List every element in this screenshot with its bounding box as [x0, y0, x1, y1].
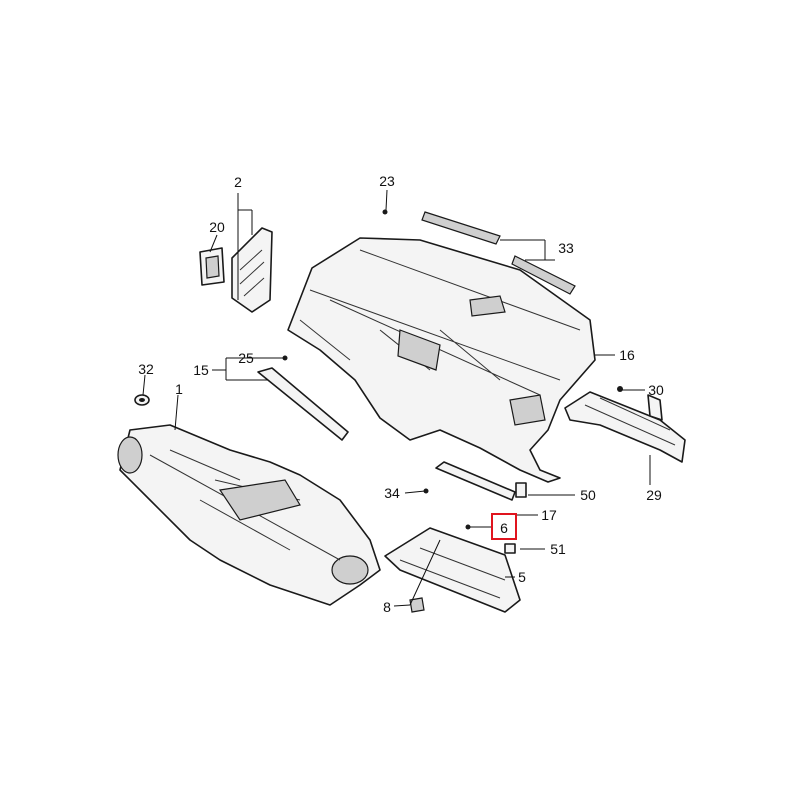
callout-30: 30: [648, 382, 664, 398]
callout-17: 17: [541, 507, 557, 523]
callout-6: 6: [500, 520, 508, 536]
callout-16: 16: [619, 347, 635, 363]
callout-50: 50: [580, 487, 596, 503]
part-50-clip: [515, 482, 527, 498]
part-8-latch: [409, 597, 425, 613]
part-5-glove-box: [384, 527, 521, 613]
callout-8: 8: [383, 599, 391, 615]
part-23-screw: [382, 209, 388, 215]
part-6-screw: [465, 524, 471, 530]
leader-lines: [142, 189, 651, 607]
callout-34: 34: [384, 485, 400, 501]
callout-25: 25: [238, 350, 254, 366]
part-15-trim-strip: [257, 355, 349, 441]
callout-5: 5: [518, 569, 526, 585]
part-29-bracket: [564, 386, 686, 463]
part-1-lower-dashboard: [117, 424, 381, 606]
callout-2: 2: [234, 174, 242, 190]
part-34-screw: [423, 488, 429, 494]
callout-51: 51: [550, 541, 566, 557]
callout-1: 1: [175, 381, 183, 397]
part-2-side-panel: [231, 227, 273, 313]
part-51-clip: [504, 543, 516, 554]
part-20-seal: [199, 247, 225, 286]
callout-20: 20: [209, 219, 225, 235]
callout-23: 23: [379, 173, 395, 189]
part-16-panel-frame: [287, 237, 596, 483]
part-17-rail: [435, 461, 516, 501]
callout-15: 15: [193, 362, 209, 378]
highlight-box-part-6: [491, 513, 517, 540]
part-32-vent-ring: [134, 394, 150, 406]
part-33-defroster-grilles: [421, 211, 576, 295]
callout-33: 33: [558, 240, 574, 256]
callouts: 2 20 23 33 16 30 29 25 15 32 1 34 50 17 …: [138, 173, 664, 615]
callout-32: 32: [138, 361, 154, 377]
callout-29: 29: [646, 487, 662, 503]
